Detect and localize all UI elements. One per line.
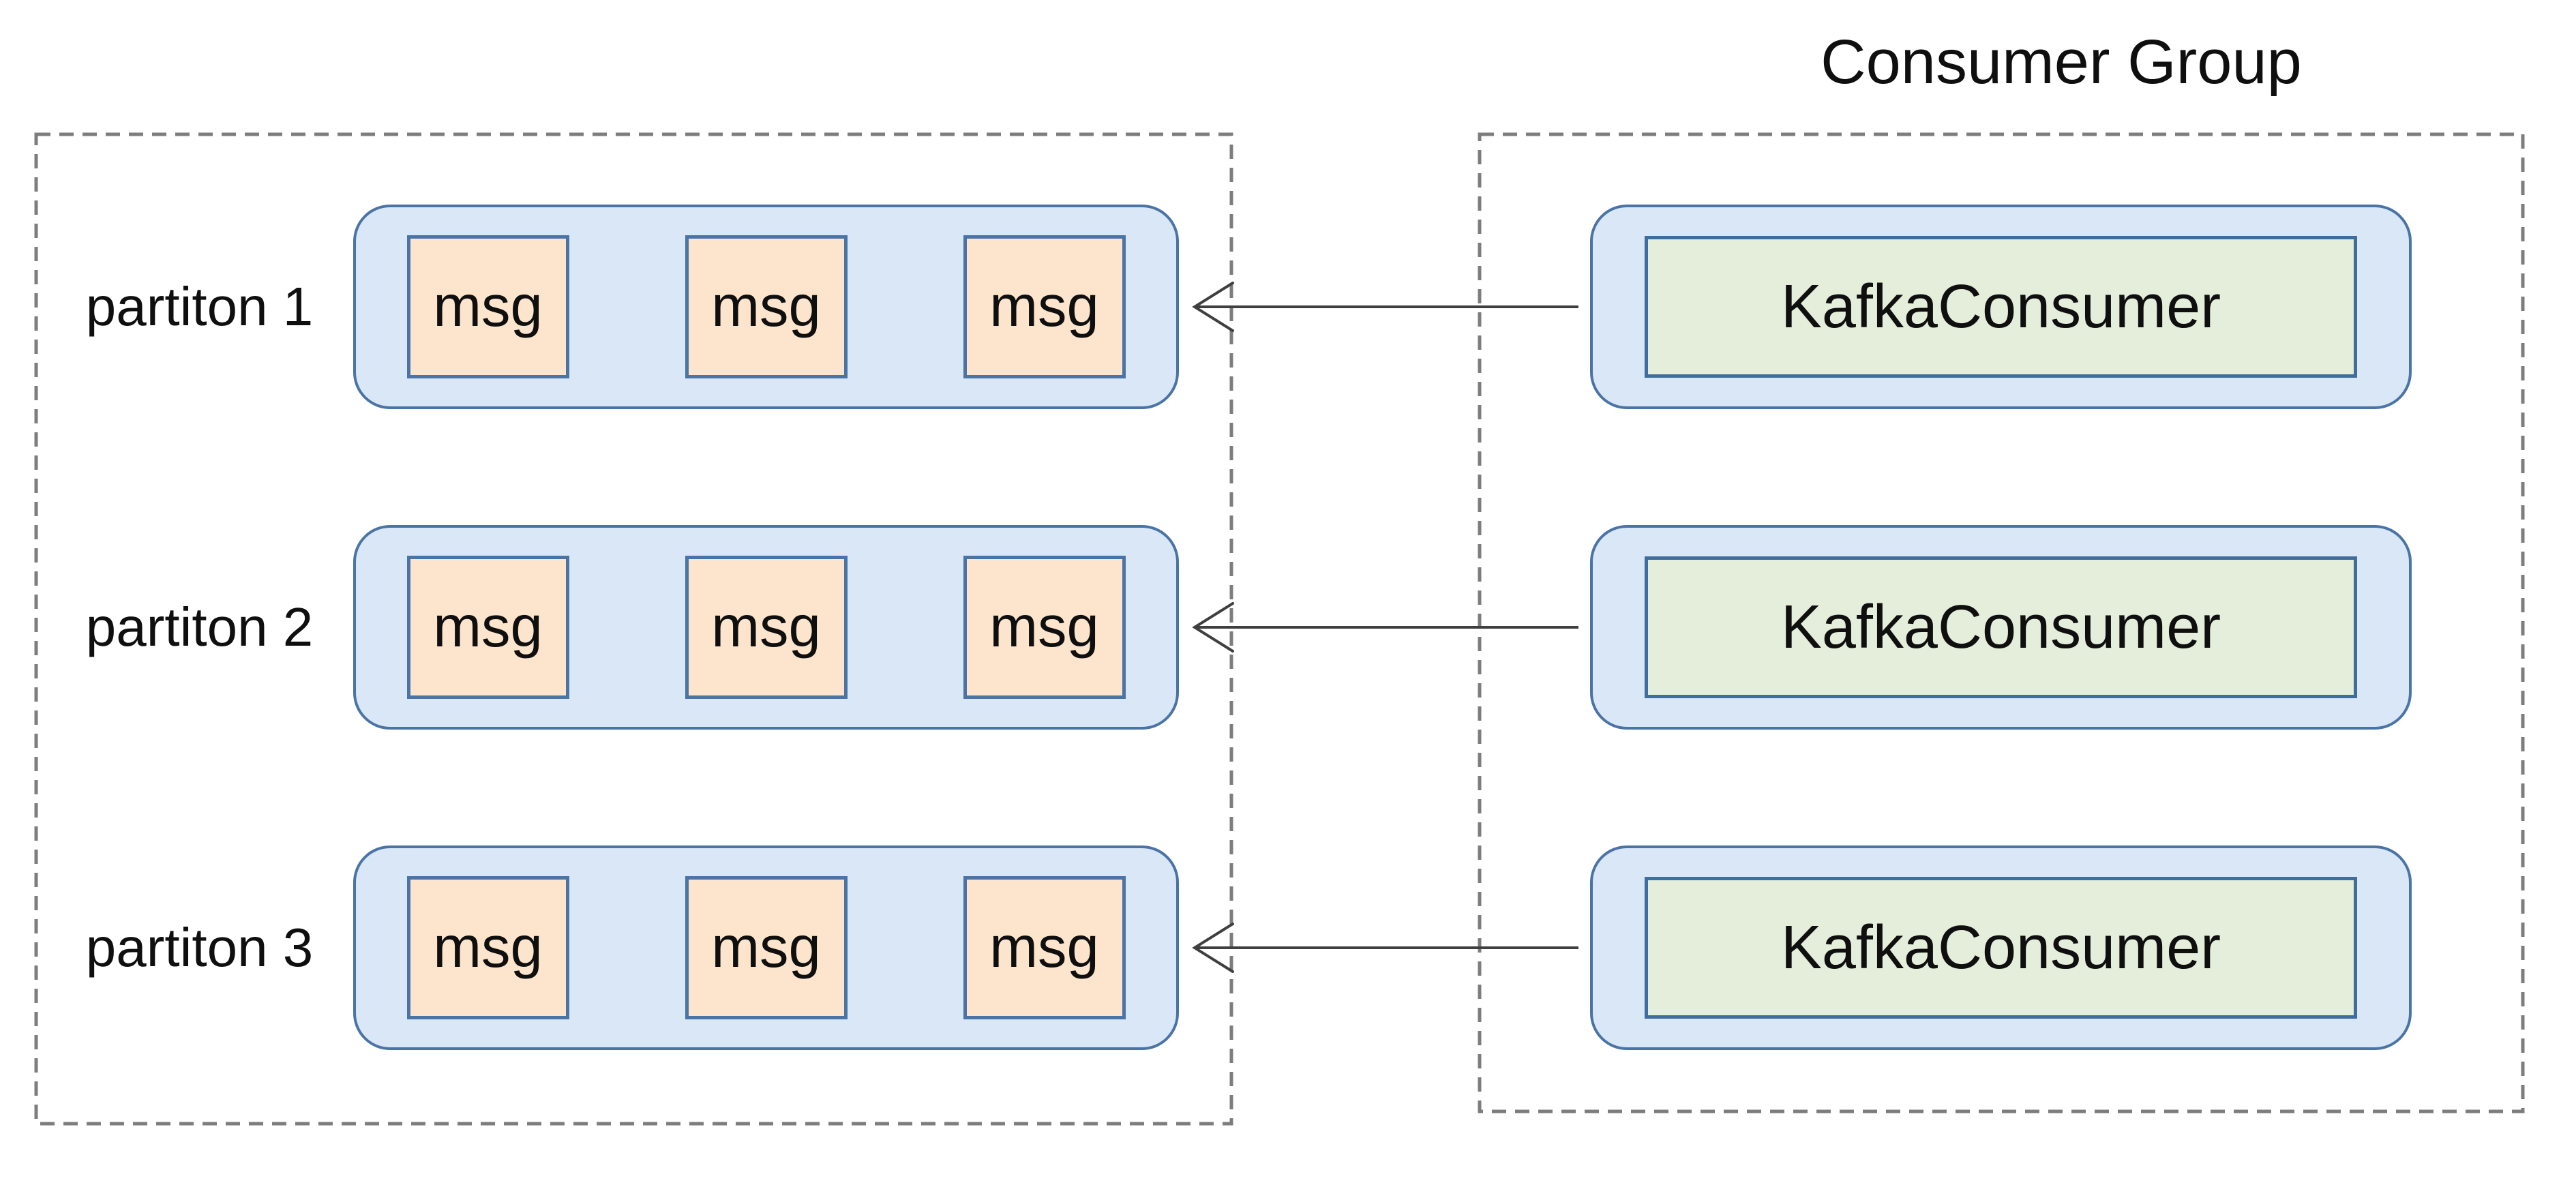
- kafka-consumer-2: KafkaConsumer: [1645, 556, 2357, 698]
- consumer-box-2: KafkaConsumer: [1590, 525, 2412, 730]
- message-box: msg: [685, 556, 848, 699]
- arrow-consumer-3-to-partition-3: [1192, 923, 1578, 973]
- message-box: msg: [406, 876, 569, 1019]
- consumer-group-title: Consumer Group: [1821, 27, 2302, 97]
- message-box: msg: [963, 876, 1126, 1019]
- partition-label-1: partiton 1: [85, 276, 314, 337]
- consumer-box-1: KafkaConsumer: [1590, 205, 2412, 409]
- partition-box-1: msg msg msg: [353, 205, 1179, 409]
- partition-label-2: partiton 2: [85, 597, 314, 657]
- arrow-consumer-2-to-partition-2: [1192, 602, 1578, 653]
- partition-label-3: partiton 3: [85, 917, 314, 978]
- partition-box-3: msg msg msg: [353, 845, 1179, 1050]
- message-box: msg: [963, 556, 1126, 699]
- message-box: msg: [685, 235, 848, 378]
- message-box: msg: [963, 235, 1126, 378]
- consumer-group-dashed-boundary: [1478, 132, 2525, 1113]
- left-arrow-icon: [1192, 923, 1234, 973]
- left-arrow-icon: [1192, 602, 1234, 653]
- left-arrow-icon: [1192, 282, 1234, 332]
- partition-box-2: msg msg msg: [353, 525, 1179, 730]
- consumer-box-3: KafkaConsumer: [1590, 845, 2412, 1050]
- message-box: msg: [406, 556, 569, 699]
- arrow-consumer-1-to-partition-1: [1192, 282, 1578, 332]
- kafka-consumer-1: KafkaConsumer: [1645, 236, 2357, 378]
- message-box: msg: [406, 235, 569, 378]
- kafka-consumer-3: KafkaConsumer: [1645, 877, 2357, 1019]
- partitions-dashed-boundary: [34, 132, 1233, 1126]
- message-box: msg: [685, 876, 848, 1019]
